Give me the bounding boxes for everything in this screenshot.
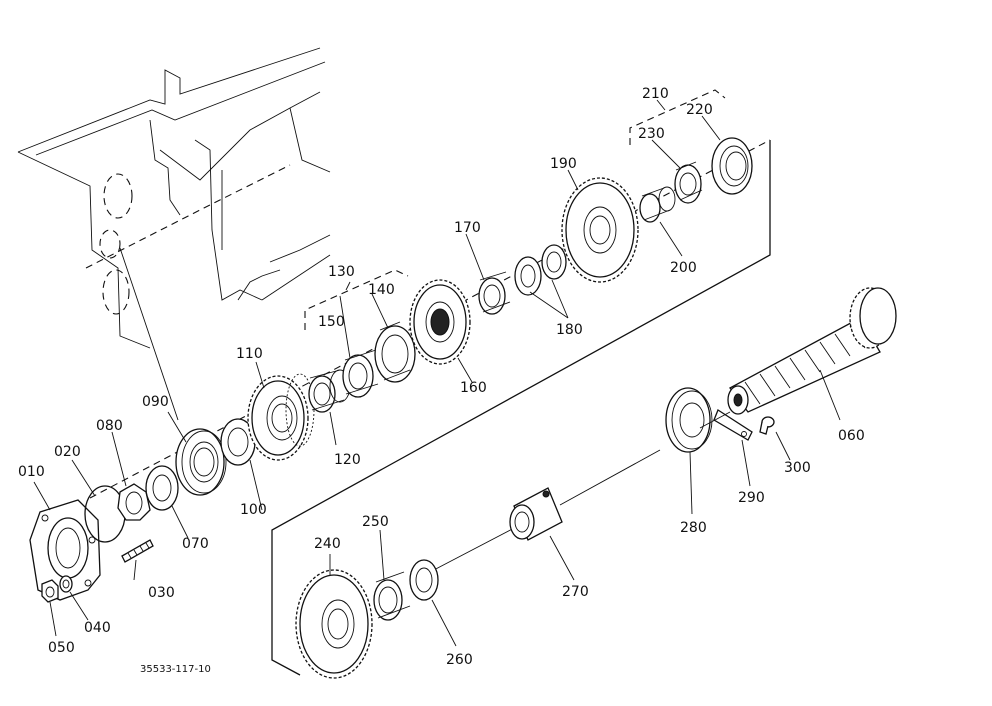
- callout-100: 100: [240, 502, 267, 518]
- callout-280: 280: [680, 520, 707, 536]
- part-230-bearing-cone: [674, 161, 703, 204]
- callout-180: 180: [556, 322, 583, 338]
- part-010-cover-plate: [29, 499, 101, 601]
- callout-120: 120: [334, 452, 361, 468]
- part-290-lock-plate: [713, 409, 753, 441]
- callout-130: 130: [328, 264, 355, 280]
- part-260-thrust-washer: [409, 559, 439, 601]
- callout-050: 050: [48, 640, 75, 656]
- part-140-shift-sleeve: [374, 321, 416, 383]
- callout-220: 220: [686, 102, 713, 118]
- drawing-id: 35533-117-10: [140, 664, 211, 675]
- callout-190: 190: [550, 156, 577, 172]
- part-280-ball-bearing: [665, 387, 713, 453]
- part-150-sleeve-hub: [342, 349, 379, 398]
- callout-250: 250: [362, 514, 389, 530]
- part-070-spacer: [145, 465, 179, 511]
- part-190-gear: [561, 177, 639, 283]
- callout-labels: 010 020 030 040 050 060 070 080 090 100 …: [18, 86, 865, 668]
- part-200-bushing: [639, 186, 676, 223]
- part-060-splined-shaft: [727, 287, 897, 415]
- callout-110: 110: [236, 346, 263, 362]
- part-250-needle-bearing: [373, 571, 411, 621]
- callout-040: 040: [84, 620, 111, 636]
- callout-070: 070: [182, 536, 209, 552]
- callout-060: 060: [838, 428, 865, 444]
- assembly-bracket: [271, 140, 771, 676]
- callout-260: 260: [446, 652, 473, 668]
- callout-230: 230: [638, 126, 665, 142]
- callout-210: 210: [642, 86, 669, 102]
- callout-020: 020: [54, 444, 81, 460]
- part-240-gear: [295, 569, 373, 679]
- bracket-130: [304, 269, 409, 330]
- callout-170: 170: [454, 220, 481, 236]
- bracket-210: [629, 89, 726, 145]
- part-170-needle-bearing: [478, 271, 511, 315]
- callout-140: 140: [368, 282, 395, 298]
- callout-300: 300: [784, 460, 811, 476]
- callout-290: 290: [738, 490, 765, 506]
- part-050-nut: [41, 579, 59, 603]
- part-300-bolt: [759, 416, 775, 435]
- callout-270: 270: [562, 584, 589, 600]
- part-080-locknut: [117, 483, 151, 521]
- lower-shaft-axis: [429, 411, 731, 573]
- callout-150: 150: [318, 314, 345, 330]
- part-110-gear: [247, 373, 315, 461]
- part-180-thrust-washers: [514, 244, 567, 296]
- part-090-ball-bearing: [175, 428, 227, 496]
- callout-080: 080: [96, 418, 123, 434]
- part-030-stud: [121, 539, 154, 563]
- callout-240: 240: [314, 536, 341, 552]
- callout-030: 030: [148, 585, 175, 601]
- part-220-bearing-cup: [711, 137, 753, 195]
- part-040-washer: [59, 575, 73, 593]
- part-270-collar: [509, 487, 563, 541]
- transmission-housing: [17, 47, 331, 421]
- callout-090: 090: [142, 394, 169, 410]
- callout-200: 200: [670, 260, 697, 276]
- callout-160: 160: [460, 380, 487, 396]
- leader-lines: [33, 99, 841, 647]
- callout-010: 010: [18, 464, 45, 480]
- part-160-gear: [409, 279, 471, 365]
- part-120-needle-bearing: [308, 369, 351, 413]
